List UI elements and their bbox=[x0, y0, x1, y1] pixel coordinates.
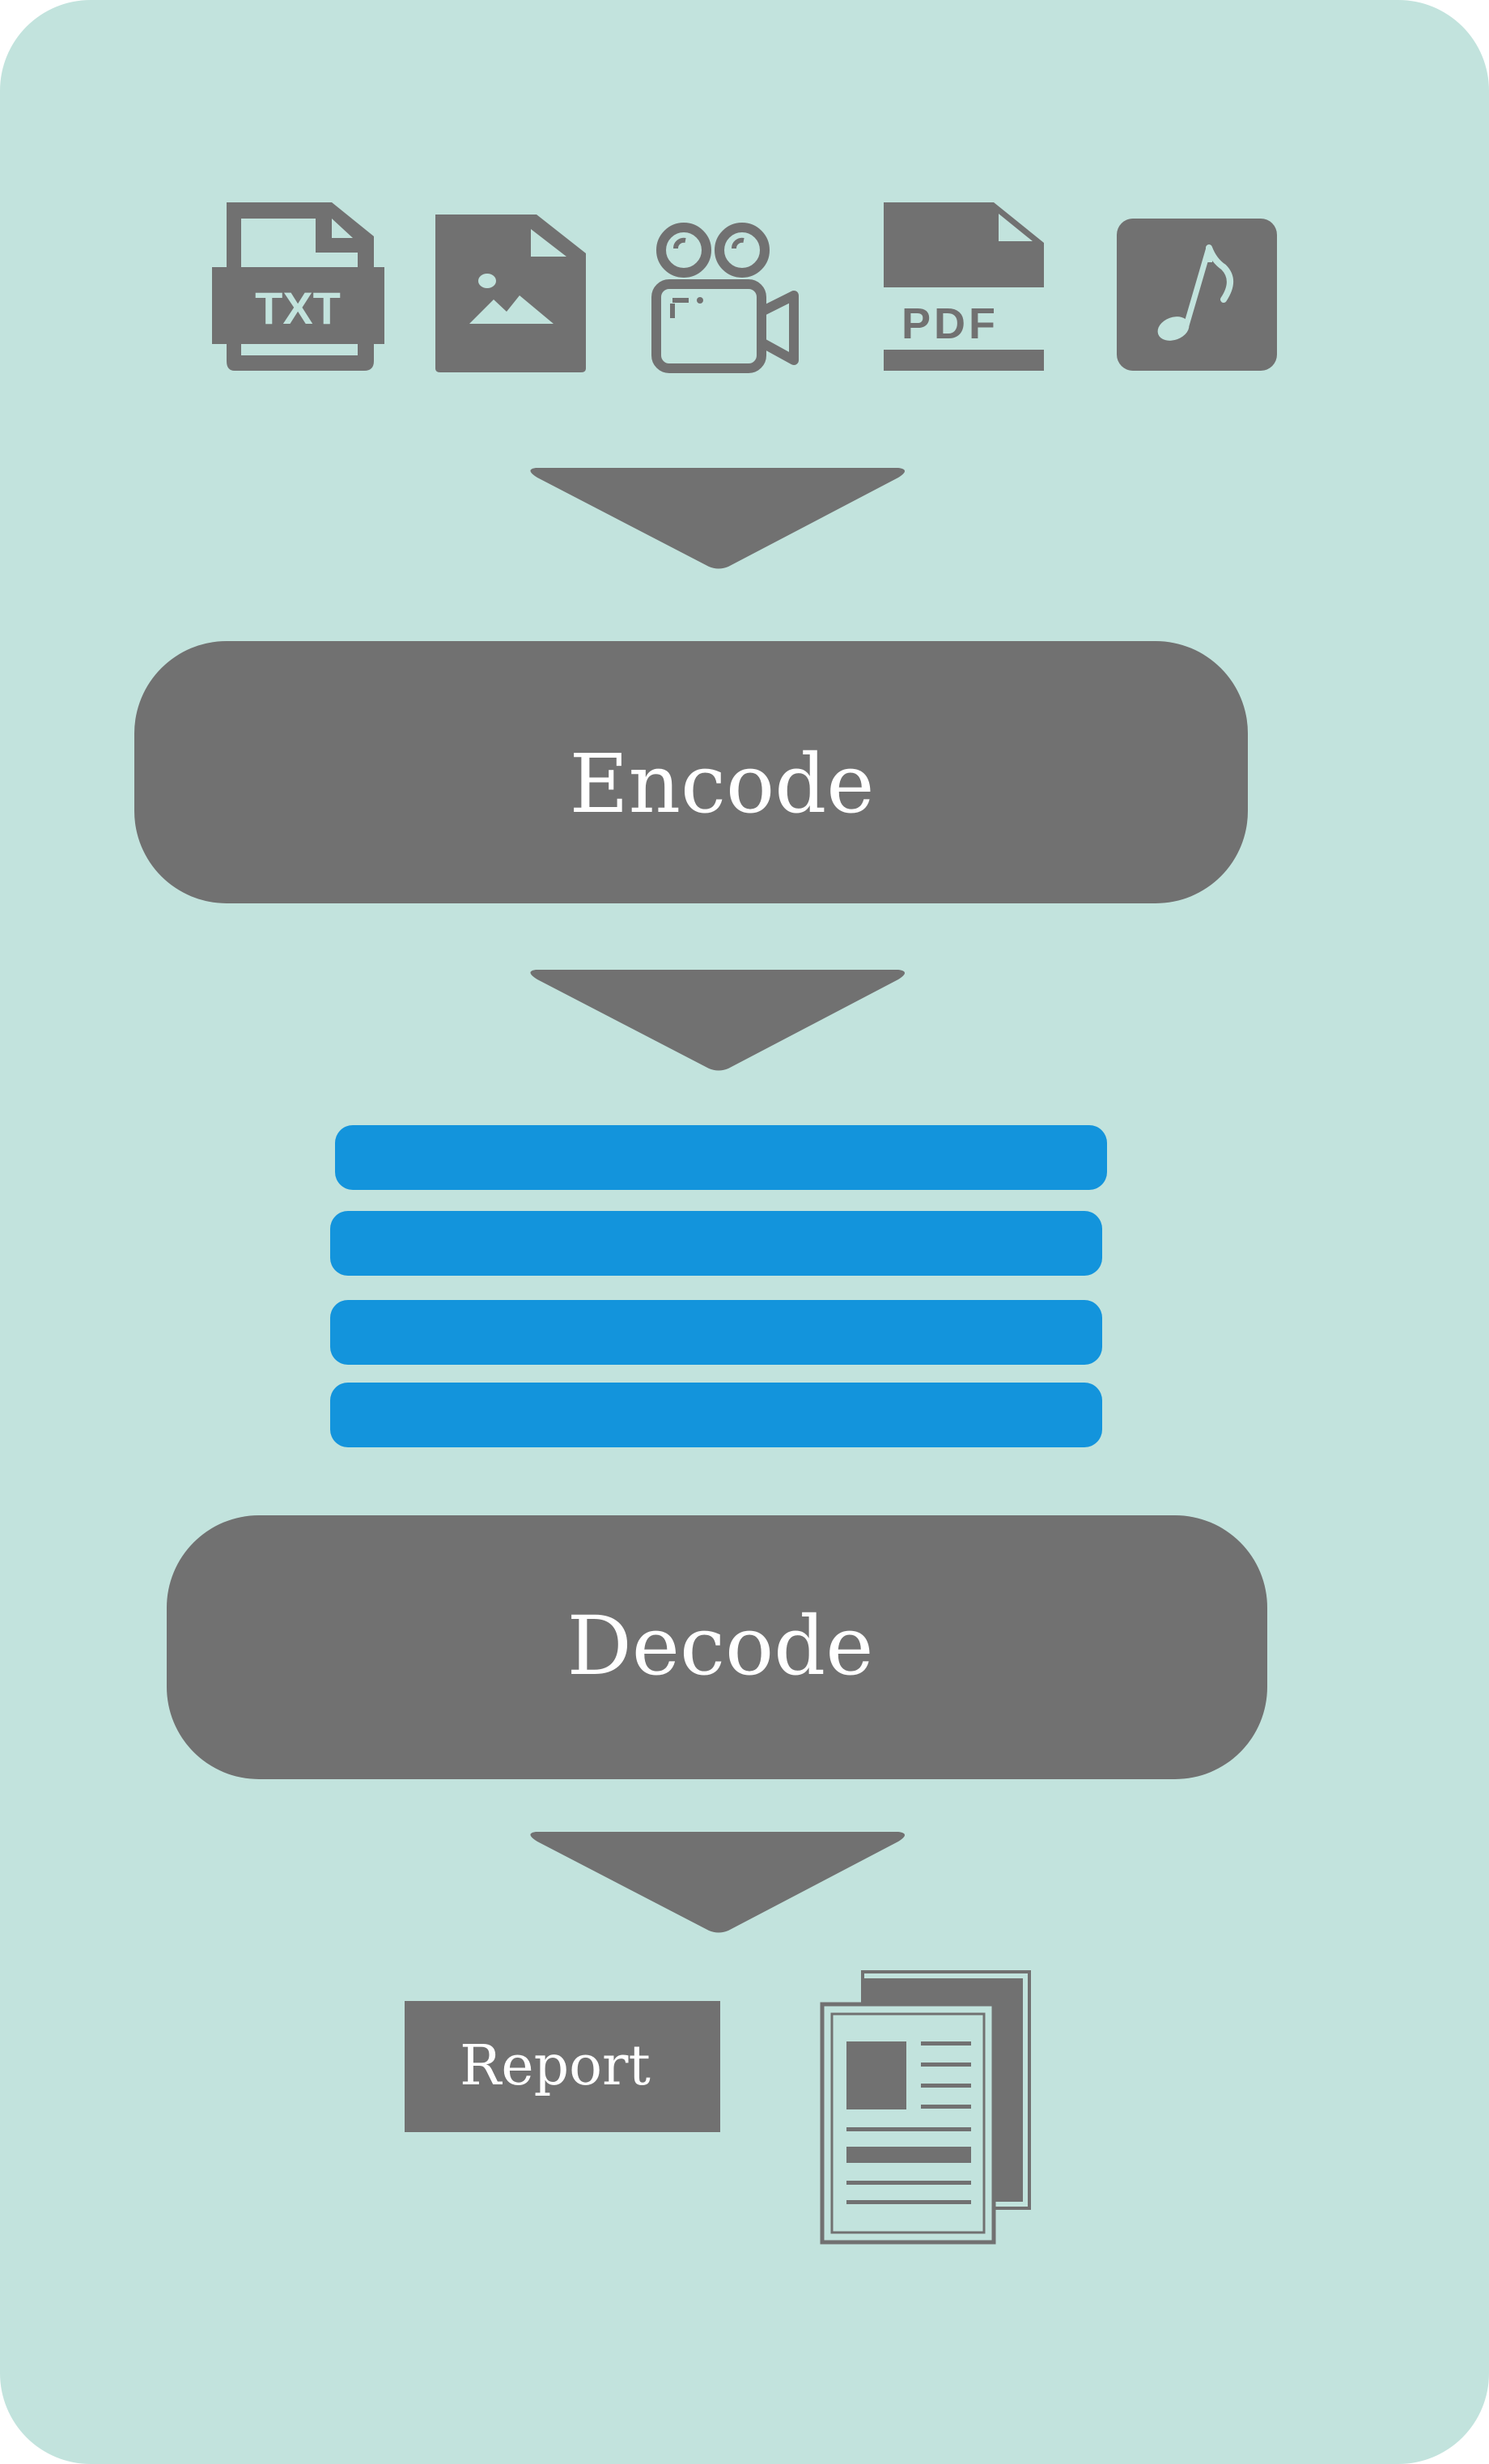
latent-bar bbox=[330, 1211, 1102, 1276]
decoder-label: Decode bbox=[567, 1599, 874, 1693]
music-file-icon bbox=[1117, 219, 1277, 371]
latent-bar bbox=[330, 1383, 1102, 1447]
encoder-label: Encode bbox=[570, 737, 875, 831]
latent-representation bbox=[330, 1125, 1107, 1447]
report-output: Report bbox=[405, 1970, 1031, 2245]
input-icons-row: TXT PDF bbox=[212, 202, 1277, 373]
report-label: Report bbox=[460, 2034, 651, 2098]
report-box bbox=[405, 2001, 720, 2132]
latent-bar bbox=[330, 1300, 1102, 1365]
arrow-down-1 bbox=[530, 468, 905, 569]
arrow-down-3 bbox=[530, 1832, 905, 1933]
txt-label: TXT bbox=[255, 283, 341, 333]
video-camera-icon bbox=[651, 223, 799, 373]
report-documents-icon bbox=[820, 1970, 1031, 2245]
pdf-label: PDF bbox=[901, 300, 999, 348]
encoder-block: Encode bbox=[134, 641, 1248, 903]
image-file-icon bbox=[435, 215, 586, 372]
decoder-block: Decode bbox=[167, 1515, 1267, 1779]
pdf-file-icon: PDF bbox=[884, 202, 1044, 371]
arrow-down-2 bbox=[530, 970, 905, 1071]
txt-file-icon: TXT bbox=[212, 202, 384, 371]
latent-bar bbox=[335, 1125, 1107, 1190]
